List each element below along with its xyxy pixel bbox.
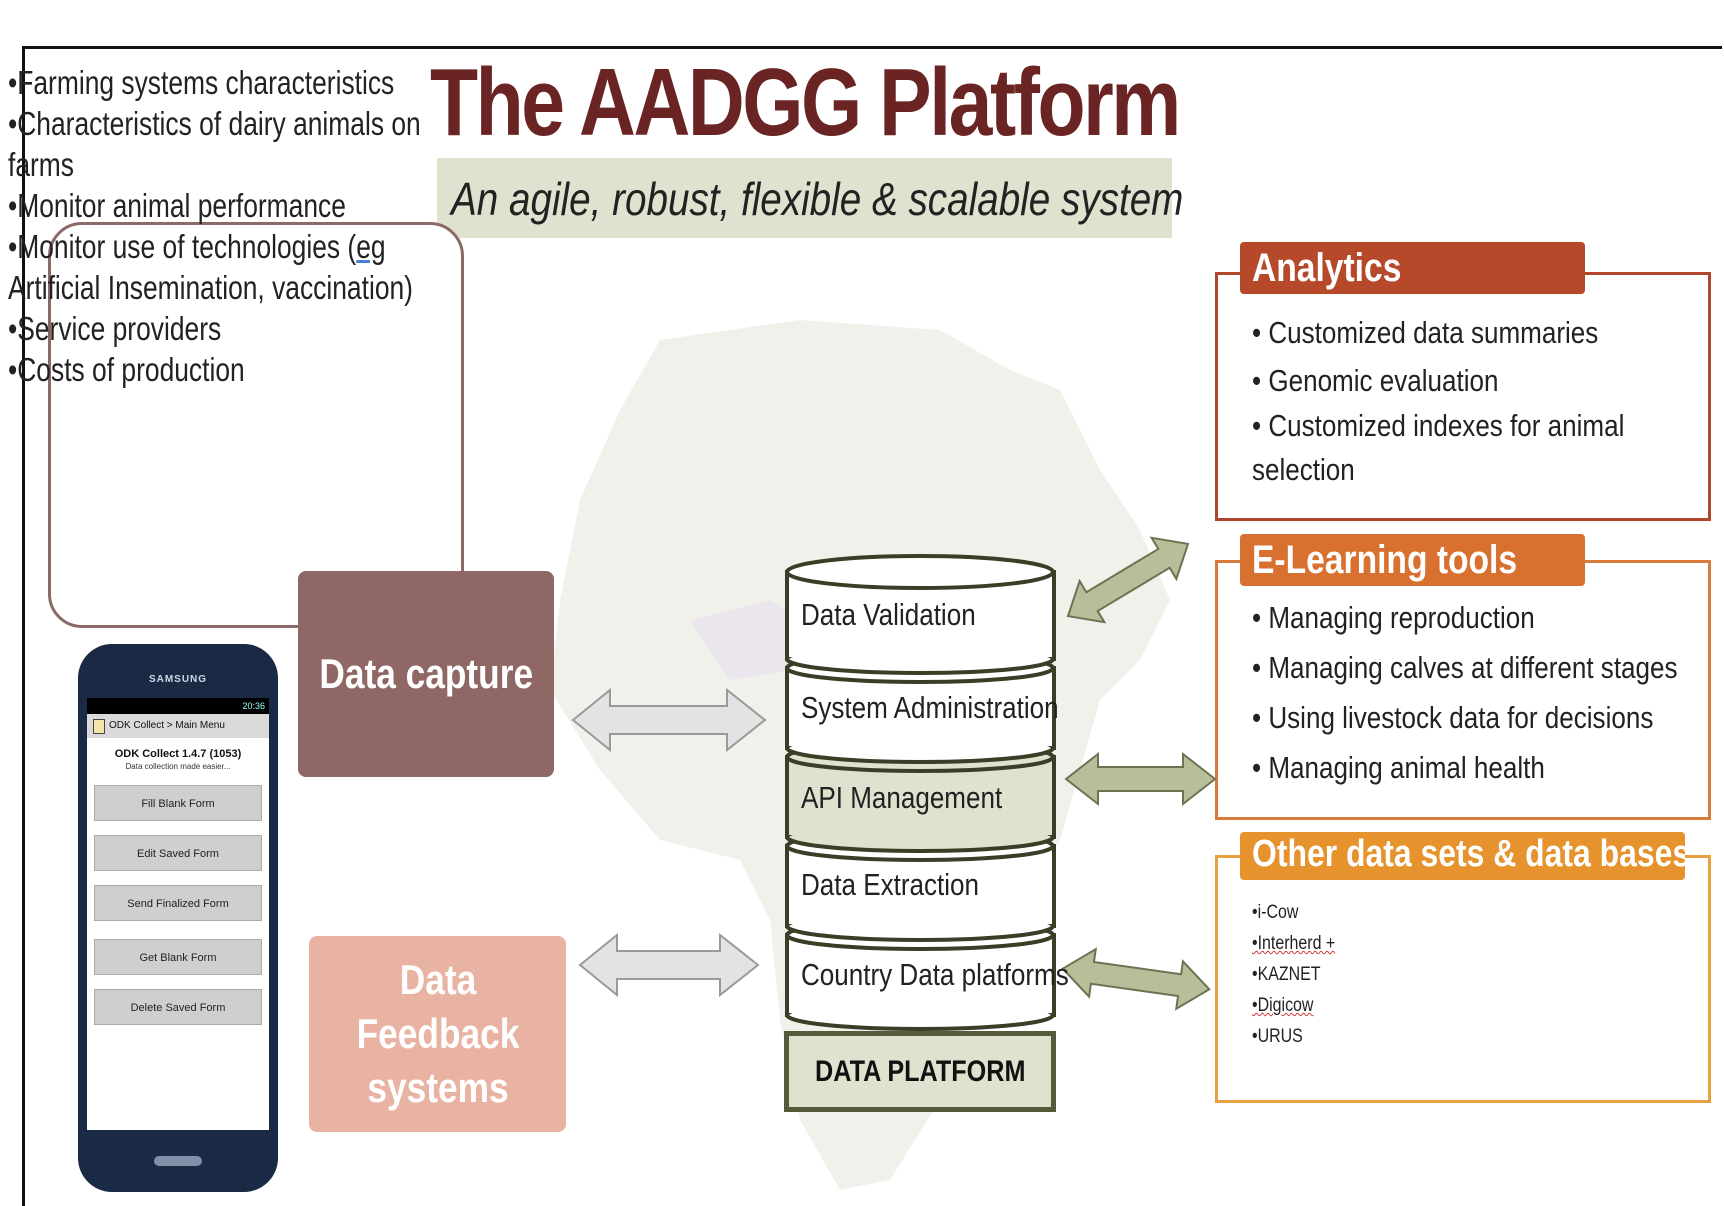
data-capture-items-list: •Farming systems characteristics •Charac… bbox=[8, 62, 524, 390]
layer-label-data-extraction: Data Extraction bbox=[801, 867, 980, 902]
phone-screen: 20:36 ODK Collect > Main Menu ODK Collec… bbox=[87, 698, 269, 1130]
list-item: •KAZNET bbox=[1252, 964, 1321, 985]
data-capture-label: Data capture bbox=[319, 650, 533, 697]
cylinder-api-management bbox=[785, 741, 1056, 853]
cylinder-country-data-platforms bbox=[785, 919, 1056, 1031]
form-icon bbox=[93, 719, 105, 734]
phone-app-header: ODK Collect > Main Menu bbox=[87, 714, 269, 738]
list-item: • Customized indexes for animal bbox=[1252, 408, 1625, 443]
double-arrow-icon bbox=[1064, 751, 1217, 807]
double-arrow-icon bbox=[578, 932, 760, 998]
layer-label-data-validation: Data Validation bbox=[801, 597, 976, 632]
list-item: • Using livestock data for decisions bbox=[1252, 700, 1654, 735]
list-item: • Managing reproduction bbox=[1252, 600, 1535, 635]
elearning-panel bbox=[1215, 560, 1711, 820]
data-capture-items-box bbox=[48, 222, 464, 628]
analytics-title-text: Analytics bbox=[1252, 246, 1402, 290]
phone-home-button bbox=[154, 1156, 202, 1166]
send-finalized-form-button[interactable]: Send Finalized Form bbox=[94, 885, 262, 921]
phone-app-name: ODK Collect 1.4.7 (1053) bbox=[114, 748, 242, 760]
list-item: • Customized data summaries bbox=[1252, 315, 1599, 350]
data-feedback-box: Data Feedback systems bbox=[309, 936, 566, 1132]
get-blank-form-button[interactable]: Get Blank Form bbox=[94, 939, 262, 975]
fill-blank-form-button[interactable]: Fill Blank Form bbox=[94, 785, 262, 821]
cylinder-data-validation bbox=[785, 554, 1056, 675]
phone-app-tagline: Data collection made easier... bbox=[125, 762, 231, 771]
delete-saved-form-button[interactable]: Delete Saved Form bbox=[94, 989, 262, 1025]
list-item: Artificial Insemination, vaccination) bbox=[8, 269, 413, 306]
list-item: •Farming systems characteristics bbox=[8, 64, 395, 101]
other-data-list: •i-Cow •Interherd + •KAZNET •Digicow •UR… bbox=[1252, 897, 1351, 1052]
list-item-text: •Digicow bbox=[1252, 995, 1314, 1016]
spellcheck-underline: eg bbox=[356, 228, 386, 265]
elearning-title-text: E-Learning tools bbox=[1252, 538, 1518, 582]
other-data-title: Other data sets & data bases bbox=[1240, 832, 1685, 880]
data-feedback-label: Data Feedback systems bbox=[356, 956, 519, 1111]
elearning-list: • Managing reproduction • Managing calve… bbox=[1252, 593, 1724, 793]
analytics-title: Analytics bbox=[1240, 242, 1585, 294]
data-platform-label: DATA PLATFORM bbox=[814, 1054, 1026, 1088]
list-item: •i-Cow bbox=[1252, 902, 1299, 923]
list-item: •Characteristics of dairy animals on bbox=[8, 105, 421, 142]
phone-brand: SAMSUNG bbox=[148, 674, 208, 685]
elearning-title: E-Learning tools bbox=[1240, 534, 1585, 586]
list-item: •Service providers bbox=[8, 310, 222, 347]
list-item: •Costs of production bbox=[8, 351, 245, 388]
list-item: farms bbox=[8, 146, 74, 183]
double-arrow-icon bbox=[1061, 947, 1211, 1011]
list-item: •Interherd + bbox=[1252, 928, 1335, 959]
list-item: •URUS bbox=[1252, 1026, 1303, 1047]
phone-illustration: SAMSUNG 20:36 ODK Collect > Main Menu OD… bbox=[78, 644, 278, 1192]
subtitle-band: An agile, robust, flexible & scalable sy… bbox=[437, 158, 1183, 238]
edit-saved-form-button[interactable]: Edit Saved Form bbox=[94, 835, 262, 871]
data-platform-base: DATA PLATFORM bbox=[784, 1031, 1056, 1112]
list-item: selection bbox=[1252, 452, 1355, 487]
other-data-title-text: Other data sets & data bases bbox=[1252, 833, 1685, 875]
subtitle-text: An agile, robust, flexible & scalable sy… bbox=[451, 173, 1184, 225]
analytics-list: • Customized data summaries • Genomic ev… bbox=[1252, 308, 1695, 492]
cylinder-data-extraction bbox=[785, 830, 1056, 942]
slide-frame bbox=[22, 46, 1722, 1206]
layer-label-country-data-platforms: Country Data platforms bbox=[801, 957, 1069, 992]
phone-status-bar: 20:36 bbox=[87, 698, 269, 714]
double-arrow-icon bbox=[571, 687, 767, 753]
list-item: • Managing calves at different stages bbox=[1252, 650, 1678, 685]
list-item: • Managing animal health bbox=[1252, 750, 1545, 785]
layer-label-system-administration: System Administration bbox=[801, 690, 1059, 725]
layer-label-api-management: API Management bbox=[801, 780, 1003, 815]
list-item-text: •Interherd + bbox=[1252, 933, 1336, 954]
list-item-text: •Monitor use of technologies (eg bbox=[8, 228, 386, 265]
phone-header-text: ODK Collect > Main Menu bbox=[109, 720, 225, 731]
data-capture-box: Data capture bbox=[298, 571, 554, 777]
list-item: • Genomic evaluation bbox=[1252, 363, 1499, 398]
list-item: •Digicow bbox=[1252, 990, 1335, 1021]
list-item: •Monitor use of technologies (eg bbox=[8, 226, 421, 267]
double-arrow-icon bbox=[1066, 536, 1190, 624]
list-item: •Monitor animal performance bbox=[8, 187, 346, 224]
